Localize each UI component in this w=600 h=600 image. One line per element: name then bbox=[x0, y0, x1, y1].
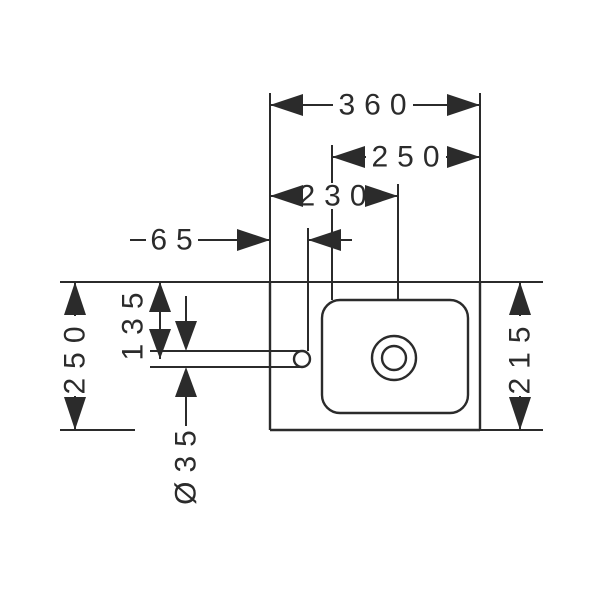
arrow-250-top-left bbox=[332, 146, 365, 168]
dim-label-width-overall: 360 bbox=[338, 89, 415, 122]
text-knockouts bbox=[62, 92, 533, 396]
arrow-360-left bbox=[270, 94, 303, 116]
knockout-360 bbox=[333, 92, 413, 118]
washbasin-outline bbox=[268, 282, 482, 432]
knockout-230 bbox=[293, 183, 373, 209]
inner-bowl bbox=[320, 298, 470, 415]
arrow-135-up bbox=[149, 282, 171, 312]
basin-outer-edges bbox=[268, 282, 482, 432]
arrow-230-right bbox=[365, 185, 398, 207]
arrow-250-left-down bbox=[64, 397, 86, 430]
drain-inner-circle bbox=[380, 344, 408, 372]
arrow-360-right bbox=[447, 94, 480, 116]
arrow-250-left-up bbox=[64, 282, 86, 315]
arrow-65-right-pointing bbox=[237, 229, 270, 251]
arrow-215-down bbox=[509, 397, 531, 430]
dim-label-offset-left: 65 bbox=[150, 224, 201, 257]
tap-hole-circle bbox=[292, 349, 312, 369]
knockout-215 bbox=[507, 316, 533, 396]
arrow-250-top-right bbox=[447, 146, 480, 168]
knockout-250-top bbox=[366, 144, 446, 170]
knockout-65 bbox=[146, 227, 198, 253]
dim-label-height-side: 215 bbox=[504, 317, 537, 394]
dim-label-hole-diameter: Ø35 bbox=[170, 421, 203, 505]
arrow-230-left bbox=[270, 185, 303, 207]
dim-label-width-inner: 250 bbox=[371, 141, 448, 174]
arrow-215-up bbox=[509, 282, 531, 315]
arrow-hole-top-down bbox=[175, 321, 197, 351]
dim-label-width-to-drain: 230 bbox=[298, 180, 375, 213]
knockout-250-left bbox=[62, 316, 88, 396]
arrow-65-left-pointing bbox=[308, 229, 341, 251]
drain-outer-circle bbox=[370, 334, 418, 382]
extension-lines bbox=[60, 93, 543, 431]
dim-label-depth-overall: 250 bbox=[59, 317, 92, 394]
dimension-arrows bbox=[64, 94, 531, 430]
dimension-labels: 360 250 230 65 250 135 Ø35 215 bbox=[59, 89, 537, 505]
arrow-hole-bottom-up bbox=[175, 367, 197, 397]
arrow-135-down bbox=[149, 329, 171, 359]
dim-label-offset-top: 135 bbox=[117, 283, 150, 360]
